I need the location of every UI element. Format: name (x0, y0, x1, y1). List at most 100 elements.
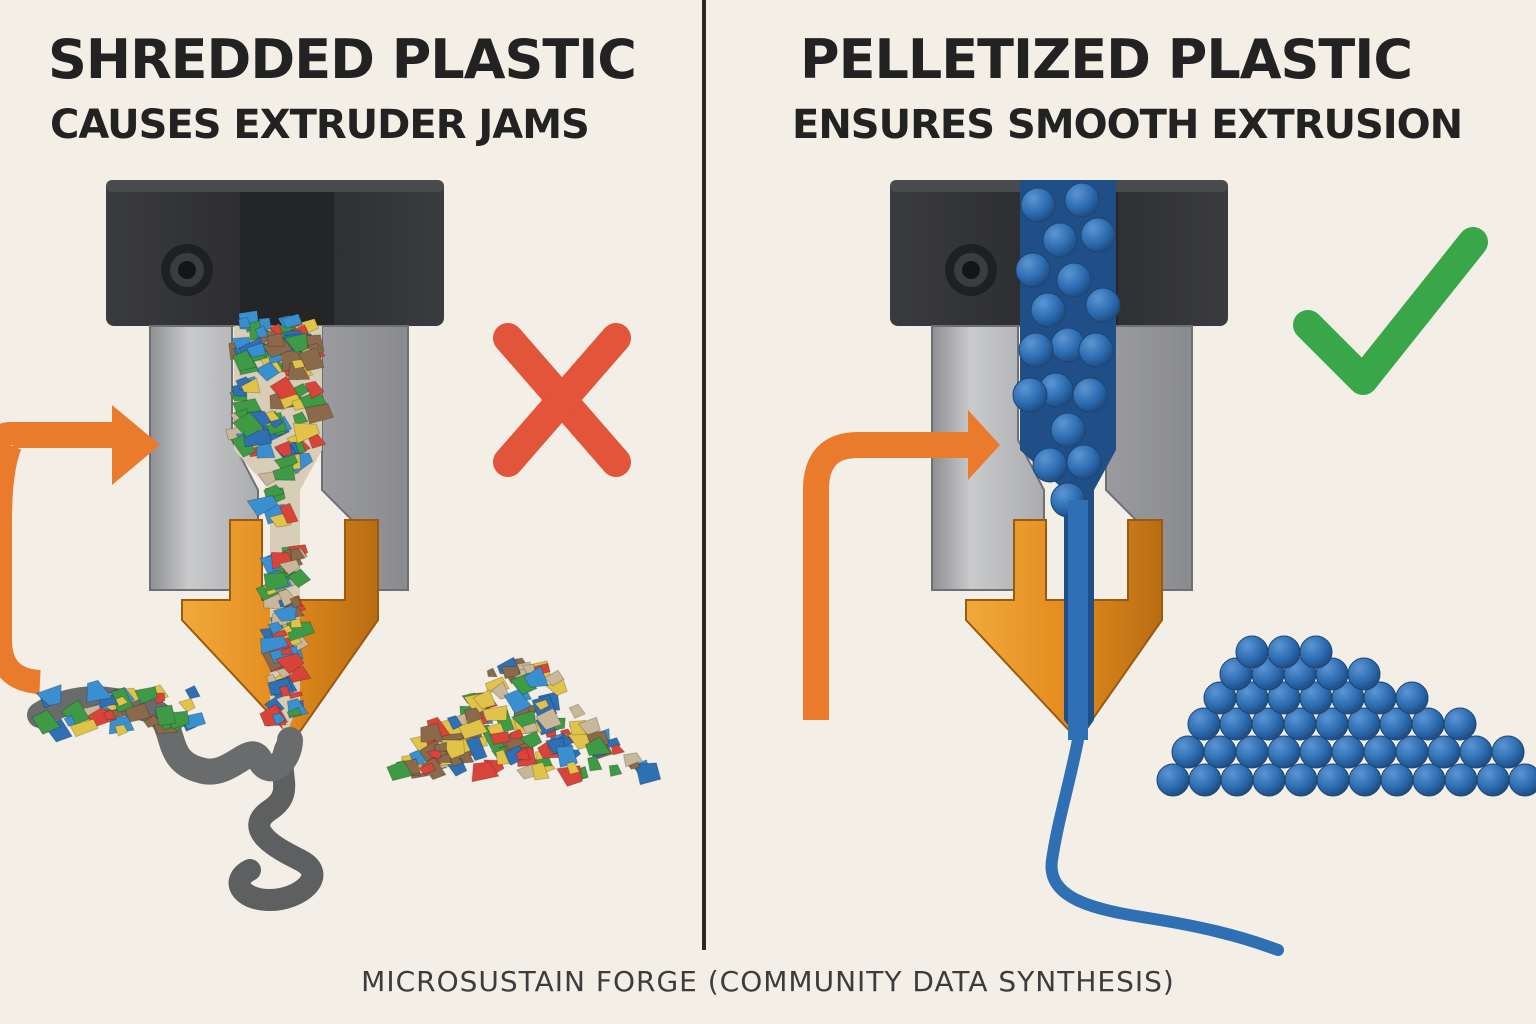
plastic-pellet (1235, 635, 1269, 669)
plastic-flake (60, 699, 91, 725)
plastic-flake (184, 684, 201, 700)
plastic-flake (114, 724, 129, 737)
plastic-flake (556, 745, 579, 768)
plastic-pellet (1347, 657, 1381, 691)
shredded-subtitle: CAUSES EXTRUDER JAMS (50, 102, 590, 148)
x-mark-icon (493, 323, 631, 477)
plastic-flake (272, 463, 296, 481)
plastic-pellet (1188, 763, 1222, 797)
plastic-flake (143, 714, 162, 729)
plastic-flake (565, 761, 581, 775)
plastic-flake (254, 325, 269, 339)
plastic-flake (523, 665, 550, 688)
plastic-flake (267, 332, 286, 347)
plastic-pellet (1080, 217, 1116, 253)
plastic-flake (610, 743, 626, 756)
plastic-flake (440, 739, 466, 760)
clump-flakes (31, 679, 207, 743)
shredded-panel: SHREDDED PLASTIC CAUSES EXTRUDER JAMS (0, 28, 662, 912)
plastic-pellet (1015, 252, 1051, 288)
plastic-flake (278, 502, 299, 525)
plastic-flake (568, 703, 586, 719)
plastic-flake (271, 712, 287, 726)
pelletized-panel: PELLETIZED PLASTIC ENSURES SMOOTH EXTRUS… (768, 0, 1536, 1024)
plastic-pellet (1459, 735, 1493, 769)
plastic-flake (103, 709, 117, 721)
panel-divider (702, 0, 706, 950)
feed-arrow-icon (0, 405, 160, 694)
plastic-flake (587, 755, 603, 772)
plastic-flake (608, 764, 623, 778)
plastic-flake (280, 313, 303, 329)
plastic-flake (472, 689, 497, 710)
plastic-flake (534, 707, 563, 731)
plastic-pellet (1476, 763, 1510, 797)
footer-credit: MICROSUSTAIN FORGE (COMMUNITY DATA SYNTH… (361, 965, 1175, 998)
plastic-pellet (1171, 735, 1205, 769)
plastic-flake (426, 747, 442, 761)
plastic-pellet (1363, 735, 1397, 769)
plastic-flake (69, 718, 99, 738)
plastic-flake (31, 709, 62, 736)
plastic-flake (268, 417, 284, 429)
plastic-flake (274, 652, 305, 675)
plastic-pellet (1508, 763, 1536, 797)
plastic-flake (270, 551, 293, 570)
plastic-pellet (1427, 735, 1461, 769)
plastic-pellet (1235, 735, 1269, 769)
plastic-flake (124, 702, 152, 723)
plastic-flake (267, 621, 284, 636)
plastic-flake (232, 349, 258, 372)
plastic-pellet (1348, 763, 1382, 797)
plastic-flake (418, 762, 437, 776)
plastic-flake (521, 663, 536, 675)
pelletized-title: PELLETIZED PLASTIC (800, 28, 1413, 91)
plastic-flake (231, 411, 265, 438)
plastic-flake (273, 440, 293, 458)
plastic-pellet (1042, 222, 1078, 258)
plastic-pellet (1078, 332, 1114, 368)
plastic-flake (278, 559, 301, 576)
plastic-pellet (1085, 287, 1121, 323)
shredded-extruder-illustration (0, 180, 662, 912)
plastic-pellet (1267, 735, 1301, 769)
plastic-flake (531, 761, 550, 781)
plastic-flake (292, 411, 309, 425)
plastic-flake (259, 635, 290, 655)
pelletized-subtitle: ENSURES SMOOTH EXTRUSION (792, 102, 1463, 148)
plastic-flake (533, 699, 550, 711)
plastic-flake (237, 316, 252, 329)
shredded-plastic-pile (386, 656, 662, 788)
plastic-flake (519, 730, 543, 750)
plastic-flake (246, 494, 279, 518)
plastic-flake (154, 704, 177, 727)
plastic-flake (298, 347, 325, 372)
plastic-flake (269, 392, 285, 410)
plastic-flake (35, 683, 62, 707)
plastic-flake (495, 749, 511, 766)
feed-arrow-icon (803, 410, 1000, 720)
plastic-flake (521, 721, 539, 735)
plastic-flake (489, 731, 510, 745)
plastic-flake (446, 715, 464, 731)
plastic-pellet (1072, 377, 1108, 413)
plastic-flake (292, 422, 321, 445)
plastic-pellet (1220, 763, 1254, 797)
plastic-pellet (1299, 735, 1333, 769)
plastic-flake (486, 667, 498, 678)
plastic-pellet (1331, 735, 1365, 769)
plastic-pellet (1064, 182, 1100, 218)
plastic-flake (115, 695, 129, 708)
plastic-flake (584, 736, 612, 757)
plastic-pellet (1444, 763, 1478, 797)
plastic-pellet (1056, 262, 1092, 298)
pellets-in-channel (1012, 182, 1121, 518)
plastic-pellet (1395, 681, 1429, 715)
plastic-flake (280, 646, 294, 656)
plastic-pellet (1395, 735, 1429, 769)
plastic-flake (386, 759, 414, 782)
plastic-flake (272, 603, 298, 622)
plastic-pellets-pile (1156, 635, 1536, 797)
plastic-pellet (1284, 763, 1318, 797)
plastic-flake (577, 716, 602, 736)
